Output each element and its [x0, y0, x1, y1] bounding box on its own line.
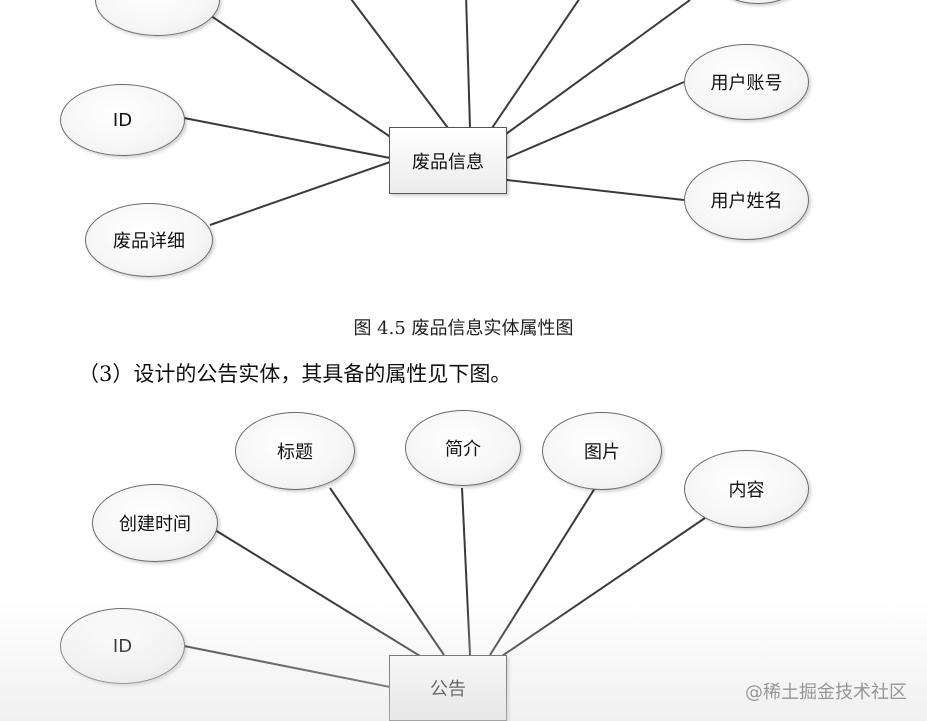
- attribute-summary: 简介: [405, 410, 521, 486]
- attribute-id: ID: [60, 84, 185, 156]
- waste-info-er-diagram: ID 废品详细 用户账号 用户姓名 废品信息: [0, 0, 927, 300]
- connector-line: [461, 487, 471, 656]
- connector-line: [183, 645, 391, 688]
- attribute-waste-detail: 废品详细: [85, 203, 213, 277]
- entity-notice: 公告: [389, 655, 507, 721]
- watermark: @稀土掘金技术社区: [745, 682, 907, 703]
- connector-lines-1: [183, 0, 691, 226]
- attribute-id: ID: [60, 608, 185, 684]
- connector-line: [209, 161, 391, 226]
- connector-line: [491, 0, 580, 129]
- attribute-image: 图片: [542, 412, 662, 490]
- connector-line: [489, 487, 596, 656]
- attribute-title: 标题: [235, 412, 355, 490]
- connector-line: [506, 81, 685, 159]
- attribute-created-time: 创建时间: [92, 484, 218, 562]
- connector-line: [465, 0, 471, 129]
- attribute-content: 内容: [684, 450, 809, 528]
- attribute-user-name: 用户姓名: [684, 160, 809, 240]
- attribute-user-account: 用户账号: [684, 44, 809, 120]
- connector-line: [350, 0, 449, 129]
- paragraph-text: （3）设计的公告实体，其具备的属性见下图。: [78, 362, 512, 386]
- connector-line: [185, 0, 393, 139]
- connector-line: [506, 179, 685, 201]
- connector-line: [329, 487, 445, 656]
- entity-waste-info: 废品信息: [389, 127, 507, 194]
- figure-caption: 图 4.5 废品信息实体属性图: [353, 318, 574, 339]
- notice-er-diagram: 标题 简介 图片 内容 创建时间 ID 公告: [0, 400, 927, 721]
- connector-line: [183, 117, 391, 159]
- connector-line: [214, 529, 421, 657]
- connector-line: [505, 0, 691, 135]
